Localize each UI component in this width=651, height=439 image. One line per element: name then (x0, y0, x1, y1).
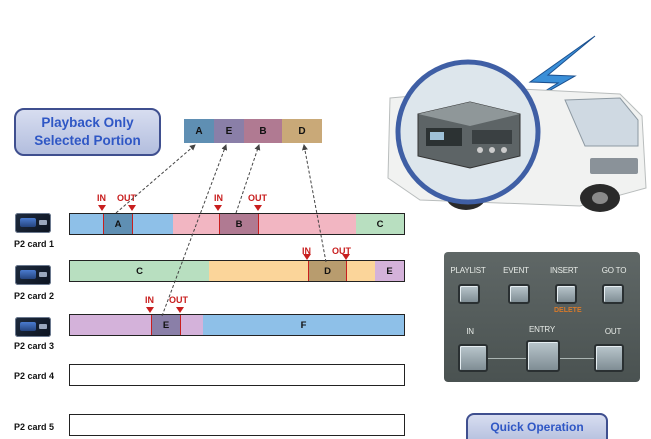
segment (173, 214, 219, 234)
arrow-d (301, 144, 327, 263)
p2-card-icon (15, 265, 51, 285)
segment (70, 214, 103, 234)
in-button-label: IN (466, 327, 474, 336)
playlist-button[interactable] (458, 284, 480, 304)
goto-button-label: GO TO (601, 266, 627, 275)
clip-segment: B (219, 214, 259, 234)
recorder-deck-image (417, 101, 521, 169)
out-mark-label: OUT (117, 193, 136, 203)
out-marker (254, 205, 262, 211)
insert-button-label: INSERT (550, 266, 578, 275)
arrow-a (115, 144, 196, 214)
in-mark-label: IN (145, 295, 154, 305)
segment (133, 214, 173, 234)
clip-segment: E (151, 315, 181, 335)
card-label: P2 card 2 (14, 291, 55, 301)
card-track: A B C (69, 213, 405, 235)
segment: E (375, 261, 404, 281)
out-marker (128, 205, 136, 211)
entry-button[interactable] (526, 340, 560, 372)
in-mark-label: IN (97, 193, 106, 203)
in-mark-label: IN (214, 193, 223, 203)
out-mark-label: OUT (332, 246, 351, 256)
in-marker (303, 254, 311, 260)
out-mark-label: OUT (169, 295, 188, 305)
playlist-block-e: E (214, 119, 244, 143)
truck-image (387, 35, 647, 212)
playback-label-line1: Playback Only (41, 115, 134, 130)
out-mark-label: OUT (248, 193, 267, 203)
segment (209, 261, 308, 281)
arrow-e (161, 144, 228, 317)
segment (347, 261, 375, 281)
card-label: P2 card 5 (14, 422, 55, 432)
p2-card-icon (15, 213, 51, 233)
segment: F (203, 315, 404, 335)
in-marker (146, 307, 154, 313)
event-button-label: EVENT (503, 266, 529, 275)
entry-button-label: ENTRY (529, 325, 555, 334)
control-panel: PLAYLIST EVENT INSERT GO TO DELETE IN EN… (444, 252, 640, 382)
card-label: P2 card 4 (14, 371, 55, 381)
segment: C (70, 261, 209, 281)
in-marker (214, 205, 222, 211)
event-button[interactable] (508, 284, 530, 304)
card-track: E F (69, 314, 405, 336)
playlist-block-d: D (282, 119, 322, 143)
arrow-b (235, 144, 261, 214)
insert-button[interactable] (555, 284, 577, 304)
playlist-block-b: B (244, 119, 282, 143)
playlist-button-label: PLAYLIST (450, 266, 486, 275)
clip-segment: A (103, 214, 133, 234)
out-marker (342, 254, 350, 260)
in-button[interactable] (458, 344, 488, 372)
clip-segment: D (308, 261, 347, 281)
card-label: P2 card 3 (14, 341, 55, 351)
segment (181, 315, 203, 335)
segment (259, 214, 356, 234)
segment (70, 315, 151, 335)
segment: C (356, 214, 404, 234)
quick-operation-label: Quick Operation (466, 413, 608, 439)
card-label: P2 card 1 (14, 239, 55, 249)
in-mark-label: IN (302, 246, 311, 256)
delete-label: DELETE (554, 307, 582, 314)
p2-card-icon (15, 317, 51, 337)
card-track: C D E (69, 260, 405, 282)
playlist-block-a: A (184, 119, 214, 143)
out-marker (176, 307, 184, 313)
playback-only-label: Playback Only Selected Portion (14, 108, 161, 156)
out-button[interactable] (594, 344, 624, 372)
out-button-label: OUT (604, 327, 622, 336)
card-track-empty (69, 364, 405, 386)
playback-label-line2: Selected Portion (34, 133, 141, 148)
goto-button[interactable] (602, 284, 624, 304)
in-marker (98, 205, 106, 211)
